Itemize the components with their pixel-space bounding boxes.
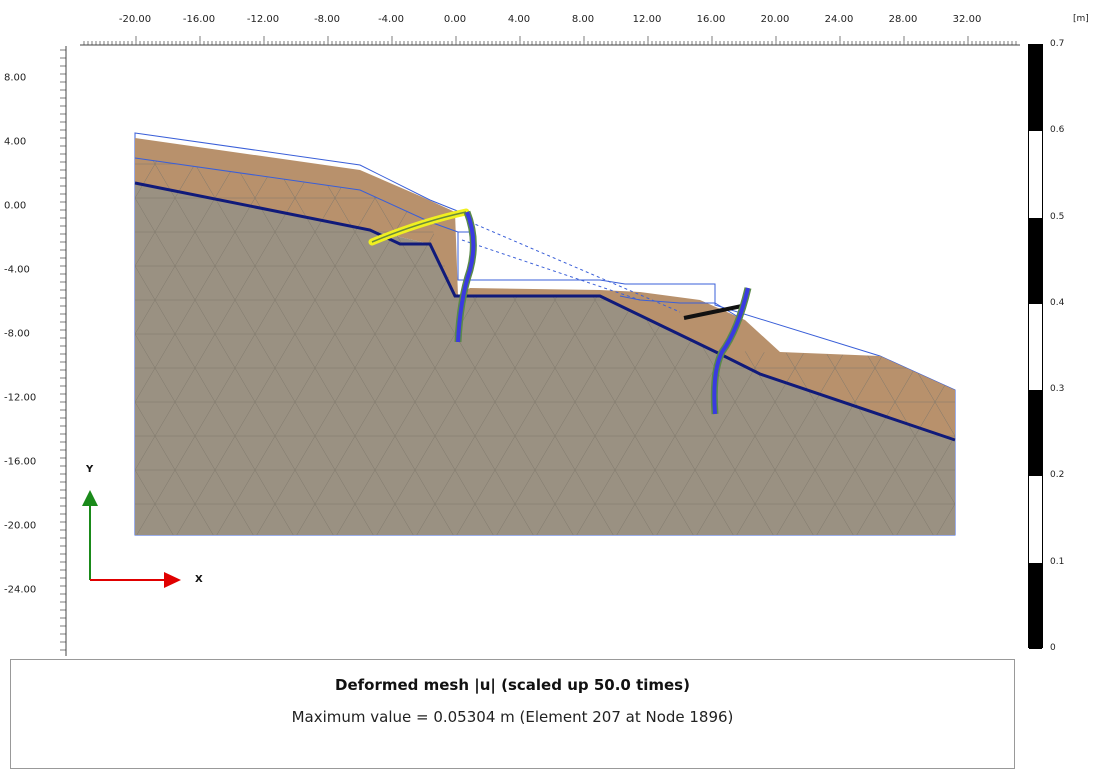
left-ruler-label: 4.00 <box>4 136 27 148</box>
top-ruler-label: 28.00 <box>888 14 918 25</box>
legend-label: 0.5 <box>1050 211 1065 222</box>
legend-label: 0 <box>1050 643 1056 653</box>
left-ruler-label: 8.00 <box>4 72 27 84</box>
legend-label: 0.3 <box>1050 384 1065 395</box>
top-ruler-label: -4.00 <box>378 14 404 25</box>
top-ruler-label: 20.00 <box>760 14 790 25</box>
soil-layer-upper <box>135 138 955 440</box>
top-ruler-label: -16.00 <box>182 14 216 25</box>
left-ruler-label: -20.00 <box>4 520 37 532</box>
legend-band <box>1029 476 1042 564</box>
legend-band <box>1029 303 1042 391</box>
top-ruler-label: 8.00 <box>571 14 595 25</box>
legend-label: 0.1 <box>1050 556 1065 567</box>
axis-y-label: Y <box>86 464 94 475</box>
left-ruler-label: -24.00 <box>4 584 37 596</box>
legend-label: 0.2 <box>1050 470 1065 481</box>
plot-title: Deformed mesh |u| (scaled up 50.0 times) <box>335 676 690 694</box>
soil-layer-lower <box>135 183 955 535</box>
deformed-mesh-view[interactable] <box>0 0 1096 660</box>
legend-label: 0.4 <box>1050 297 1065 308</box>
legend-band <box>1029 390 1042 477</box>
left-ruler-label: -4.00 <box>4 264 30 276</box>
top-ruler <box>80 36 1020 46</box>
top-ruler-label: 16.00 <box>696 14 726 25</box>
legend-label: 0.6 <box>1050 125 1065 136</box>
left-ruler-label: -8.00 <box>4 328 30 340</box>
x-arrow-head <box>164 572 181 588</box>
top-ruler-label: 0.00 <box>443 14 467 25</box>
maximum-value-text: Maximum value = 0.05304 m (Element 207 a… <box>291 708 734 726</box>
legend-unit: [m] <box>1073 14 1089 24</box>
top-ruler-label: 12.00 <box>632 14 662 25</box>
left-ruler-label: -12.00 <box>4 392 37 404</box>
excavation-outline-left <box>134 157 459 233</box>
legend-band <box>1029 131 1042 219</box>
left-ruler-label: -16.00 <box>4 456 37 468</box>
soil-interface-line <box>134 181 956 442</box>
top-ruler-label: 32.00 <box>952 14 982 25</box>
legend-color-bar <box>1028 44 1043 650</box>
strut-black <box>683 304 743 320</box>
top-ruler-label: -8.00 <box>314 14 340 25</box>
anchor-guide-1 <box>469 221 681 313</box>
left-ruler-label: 0.00 <box>4 200 27 212</box>
anchor-guide-2 <box>461 239 641 301</box>
info-panel: Deformed mesh |u| (scaled up 50.0 times)… <box>10 659 1015 769</box>
legend-band <box>1029 217 1042 305</box>
left-ruler <box>60 46 67 656</box>
top-ruler-label: -12.00 <box>246 14 280 25</box>
legend-band <box>1029 562 1042 650</box>
y-arrow-head <box>82 490 98 506</box>
top-ruler-label: -20.00 <box>118 14 152 25</box>
top-ruler-label: 4.00 <box>507 14 531 25</box>
legend-label: 0.7 <box>1050 39 1065 49</box>
legend-band <box>1029 45 1042 132</box>
axis-x-label: X <box>195 574 203 585</box>
top-ruler-label: 24.00 <box>824 14 854 25</box>
